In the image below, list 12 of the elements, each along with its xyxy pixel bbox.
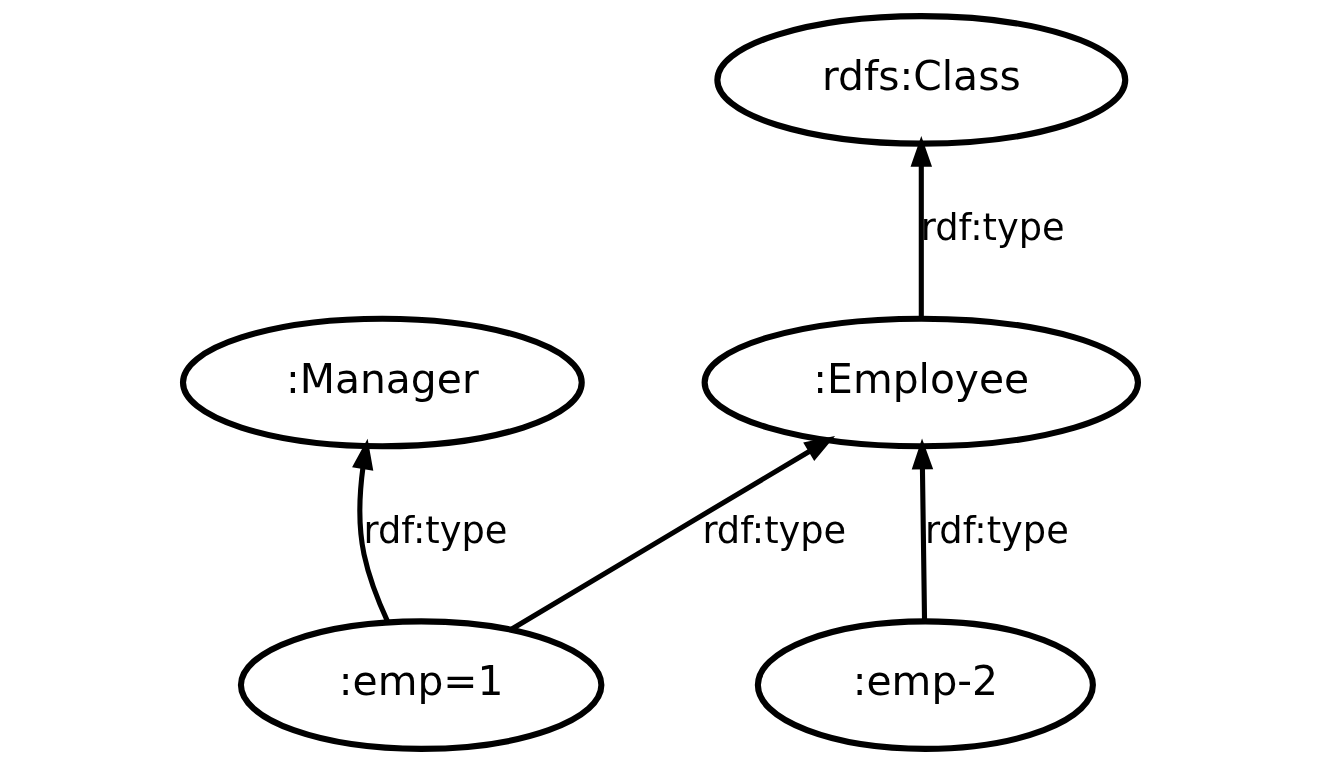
arrow [910,136,932,319]
edge-label: rdf:type [924,508,1069,552]
arrow [911,438,933,622]
edge-label: rdf:type [363,508,507,552]
edge-label: rdf:type [701,508,846,552]
node-ellipse: rdfs:Class [713,13,1128,147]
node-ellipse: :Manager [179,315,585,450]
arrow [508,436,835,632]
node-ellipse: :Employee [701,315,1141,450]
node-ellipse: :emp-2 [754,618,1096,752]
edge-label: rdf:type [920,206,1065,250]
node-ellipse: :emp=1 [237,618,604,752]
